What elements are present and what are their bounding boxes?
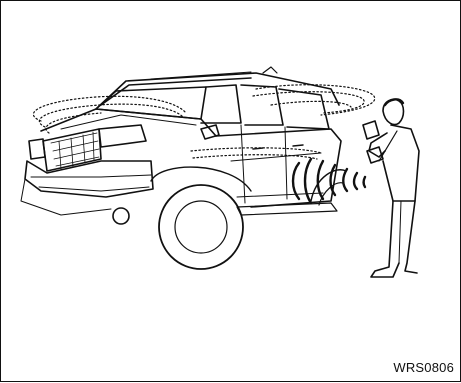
person-figure xyxy=(363,99,419,277)
signal-waves xyxy=(293,159,365,203)
suv-vehicle xyxy=(21,67,346,269)
figure-code-label: WRS0806 xyxy=(393,360,454,375)
signal-range-ellipse-rear xyxy=(253,85,375,115)
signal-range-ellipse-side xyxy=(191,148,321,159)
